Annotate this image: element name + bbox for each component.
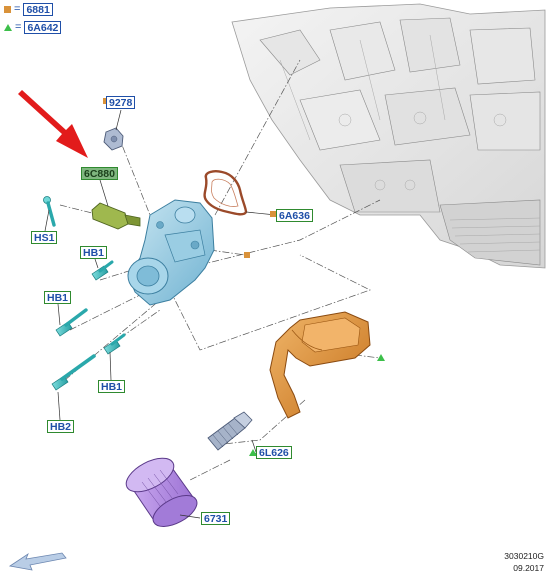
bolt-hs1-illustration	[43, 196, 56, 227]
bolt-hb2-illustration	[51, 354, 96, 391]
callout-hs1: HS1	[31, 231, 58, 244]
square-marker	[270, 211, 276, 217]
callout-hb2: HB2	[47, 420, 75, 433]
callout-hb1-mid: HB1	[44, 291, 72, 304]
callout-9278: 9278	[106, 96, 136, 109]
callout-hb1-low: HB1	[98, 380, 126, 393]
bolt-hb1-top-illustration	[91, 260, 114, 281]
triangle-marker	[249, 449, 257, 456]
callout-6c880: 6C880	[81, 167, 118, 180]
gasket-illustration	[203, 170, 248, 216]
triangle-marker	[377, 354, 385, 361]
red-indicator-arrow	[18, 90, 88, 158]
drawing-number: 3030210G	[504, 551, 544, 561]
legend-square: = 6881	[4, 2, 53, 16]
drawing-date: 09.2017	[513, 563, 544, 573]
legend-triangle-part: 6A642	[24, 20, 62, 34]
orientation-arrow	[8, 552, 67, 571]
square-marker-icon	[4, 5, 11, 13]
bolt-9278-illustration	[103, 127, 124, 151]
legend-equals: =	[15, 21, 22, 33]
callout-hb1-top: HB1	[80, 246, 108, 259]
square-marker	[244, 252, 250, 258]
oil-filter-adapter-illustration	[207, 411, 253, 451]
engine-block-illustration	[231, 3, 546, 269]
triangle-marker-icon	[4, 23, 12, 31]
oil-filter-housing-illustration	[127, 199, 215, 306]
oil-filter-illustration	[125, 457, 198, 527]
callout-6731: 6731	[201, 512, 231, 525]
legend-equals: =	[14, 3, 21, 15]
callout-6a636: 6A636	[276, 209, 313, 222]
oil-pan-illustration	[269, 311, 371, 419]
legend-triangle: = 6A642	[4, 20, 62, 34]
callout-6l626: 6L626	[256, 446, 292, 459]
oil-pressure-sensor-illustration	[91, 202, 141, 230]
bolt-hb1-mid-illustration	[55, 308, 88, 337]
callout-leader-lines	[44, 109, 277, 519]
legend-square-part: 6881	[23, 2, 53, 16]
bolt-hb1-low-illustration	[103, 333, 126, 355]
